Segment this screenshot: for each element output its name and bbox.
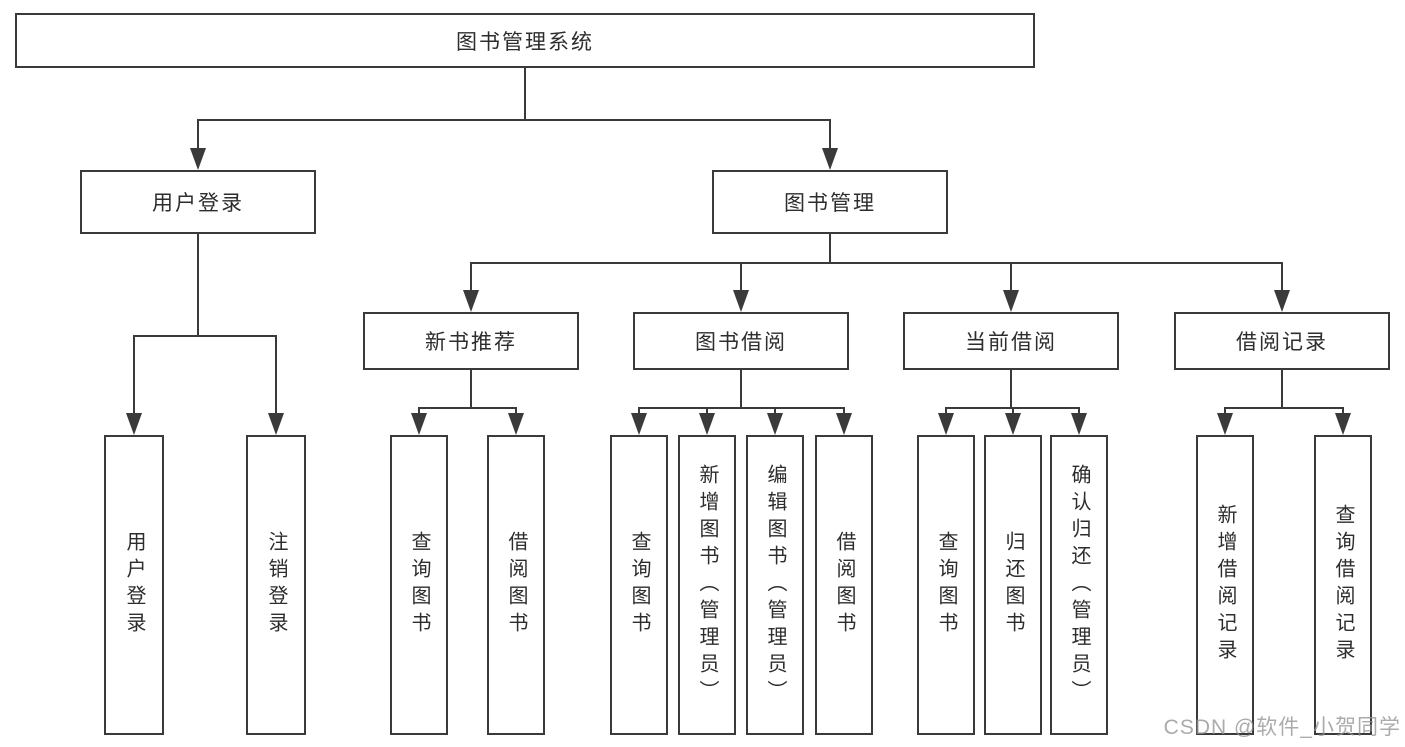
connector — [197, 119, 199, 151]
leaf-add-borrow-record: 新增借阅记录 — [1196, 435, 1254, 735]
arrowhead — [938, 413, 954, 435]
leaf-query-books-recommend: 查询图书 — [390, 435, 448, 735]
connector — [470, 262, 472, 292]
leaf-label: 查询图书 — [628, 531, 650, 639]
node-book-management: 图书管理 — [712, 170, 948, 234]
connector — [740, 370, 742, 409]
node-current-borrow: 当前借阅 — [903, 312, 1119, 370]
connector — [1281, 262, 1283, 292]
leaf-logout: 注销登录 — [246, 435, 306, 735]
arrowhead — [190, 148, 206, 170]
leaf-query-books-borrow: 查询图书 — [610, 435, 668, 735]
arrowhead — [699, 413, 715, 435]
connector — [1281, 370, 1283, 409]
connector — [524, 68, 526, 121]
arrowhead — [463, 290, 479, 312]
connector — [843, 407, 845, 417]
connector — [740, 262, 742, 292]
leaf-label: 查询图书 — [408, 531, 430, 639]
leaf-return-book: 归还图书 — [984, 435, 1042, 735]
arrowhead — [126, 413, 142, 435]
leaf-confirm-return-admin: 确认归还（管理员） — [1050, 435, 1108, 735]
connector — [470, 262, 1283, 264]
connector — [133, 335, 135, 416]
connector — [829, 234, 831, 264]
connector — [706, 407, 708, 417]
arrowhead — [1005, 413, 1021, 435]
node-new-book-recommend: 新书推荐 — [363, 312, 579, 370]
leaf-label: 借阅图书 — [505, 531, 527, 639]
leaf-label: 新增借阅记录 — [1214, 504, 1236, 666]
arrowhead — [268, 413, 284, 435]
connector — [1224, 407, 1226, 417]
leaf-label: 查询借阅记录 — [1332, 504, 1354, 666]
connector — [638, 407, 845, 409]
connector — [197, 234, 199, 337]
leaf-label: 借阅图书 — [833, 531, 855, 639]
connector — [1342, 407, 1344, 417]
node-user-login: 用户登录 — [80, 170, 316, 234]
leaf-label: 确认归还（管理员） — [1068, 463, 1090, 707]
csdn-watermark: CSDN @软件_小贺同学 — [1163, 716, 1401, 739]
connector — [1012, 407, 1014, 417]
arrowhead — [836, 413, 852, 435]
arrowhead — [1071, 413, 1087, 435]
connector — [515, 407, 517, 417]
arrowhead — [1003, 290, 1019, 312]
arrowhead — [1217, 413, 1233, 435]
leaf-add-book-admin: 新增图书（管理员） — [678, 435, 736, 735]
connector — [1010, 262, 1012, 292]
arrowhead — [1335, 413, 1351, 435]
connector — [418, 407, 517, 409]
leaf-borrow-books-recommend: 借阅图书 — [487, 435, 545, 735]
leaf-user-login: 用户登录 — [104, 435, 164, 735]
connector — [1078, 407, 1080, 417]
connector — [470, 370, 472, 409]
connector — [275, 335, 277, 416]
leaf-label: 归还图书 — [1002, 531, 1024, 639]
connector — [1224, 407, 1344, 409]
leaf-label: 查询图书 — [935, 531, 957, 639]
connector — [945, 407, 947, 417]
connector — [829, 119, 831, 151]
arrowhead — [631, 413, 647, 435]
arrowhead — [508, 413, 524, 435]
node-library-management-system: 图书管理系统 — [15, 13, 1035, 68]
leaf-label: 新增图书（管理员） — [696, 463, 718, 707]
connector — [418, 407, 420, 417]
leaf-edit-book-admin: 编辑图书（管理员） — [746, 435, 804, 735]
leaf-query-books-current: 查询图书 — [917, 435, 975, 735]
leaf-label: 注销登录 — [265, 531, 287, 639]
arrowhead — [733, 290, 749, 312]
leaf-label: 用户登录 — [123, 531, 145, 639]
connector — [133, 335, 277, 337]
arrowhead — [411, 413, 427, 435]
arrowhead — [822, 148, 838, 170]
arrowhead — [767, 413, 783, 435]
leaf-borrow-book: 借阅图书 — [815, 435, 873, 735]
connector — [197, 119, 831, 121]
arrowhead — [1274, 290, 1290, 312]
leaf-query-borrow-record: 查询借阅记录 — [1314, 435, 1372, 735]
leaf-label: 编辑图书（管理员） — [764, 463, 786, 707]
connector — [1010, 370, 1012, 409]
node-book-borrow: 图书借阅 — [633, 312, 849, 370]
connector — [638, 407, 640, 417]
node-borrow-record: 借阅记录 — [1174, 312, 1390, 370]
connector — [774, 407, 776, 417]
